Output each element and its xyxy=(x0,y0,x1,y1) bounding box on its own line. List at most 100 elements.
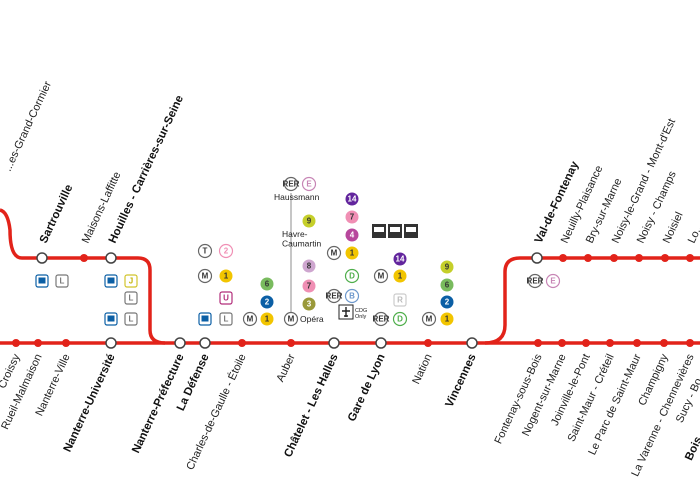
metro-6-badge: 6 xyxy=(260,277,274,291)
line-l-badge: L xyxy=(219,312,233,326)
svg-text:RER: RER xyxy=(326,292,343,301)
svg-text:1: 1 xyxy=(224,272,229,281)
svg-text:B: B xyxy=(349,292,355,301)
svg-text:14: 14 xyxy=(396,255,405,264)
metro-badge: M xyxy=(197,268,213,284)
svg-text:L: L xyxy=(224,315,229,324)
station-dot[interactable] xyxy=(238,339,246,347)
line-l-badge: L xyxy=(124,312,138,326)
metro-9-badge: 9 xyxy=(302,214,316,228)
svg-text:2: 2 xyxy=(265,298,270,307)
svg-text:1: 1 xyxy=(350,249,355,258)
metro-badge: M xyxy=(283,311,299,327)
svg-text:1: 1 xyxy=(265,315,270,324)
line-u-badge: U xyxy=(219,291,233,305)
station-dot[interactable] xyxy=(582,339,590,347)
svg-text:6: 6 xyxy=(265,280,270,289)
station-dot[interactable] xyxy=(105,252,117,264)
svg-text:E: E xyxy=(306,180,312,189)
rer-badge: RER xyxy=(527,273,544,289)
station-dot[interactable] xyxy=(531,252,543,264)
station-label: Lo... xyxy=(686,221,700,245)
station-label: Vincennes xyxy=(444,352,479,409)
svg-text:4: 4 xyxy=(350,231,355,240)
line-r-badge: R xyxy=(393,293,407,307)
svg-text:R: R xyxy=(397,296,403,305)
svg-text:1: 1 xyxy=(398,272,403,281)
station-dot[interactable] xyxy=(375,337,387,349)
svg-text:J: J xyxy=(129,277,133,286)
svg-text:T: T xyxy=(203,247,208,256)
line-j-badge: J xyxy=(124,274,138,288)
svg-text:D: D xyxy=(397,315,403,324)
metro-1-badge: 1 xyxy=(345,246,359,260)
station-dot[interactable] xyxy=(105,337,117,349)
metro-2-badge: 2 xyxy=(260,295,274,309)
svg-text:RER: RER xyxy=(527,277,544,286)
metro-badge: M xyxy=(373,268,389,284)
station-dot[interactable] xyxy=(686,339,694,347)
rer-e-badge: E xyxy=(301,176,317,192)
station-dot[interactable] xyxy=(606,339,614,347)
station-dots xyxy=(12,252,694,349)
station-dot[interactable] xyxy=(610,254,618,262)
rer-d-badge: D xyxy=(392,311,408,327)
station-dot[interactable] xyxy=(559,254,567,262)
svg-text:6: 6 xyxy=(445,281,450,290)
metro-14-badge: 14 xyxy=(345,192,359,206)
station-dot[interactable] xyxy=(558,339,566,347)
bus-icon xyxy=(35,274,49,288)
station-label: Sartrouville xyxy=(38,183,76,245)
line-l-badge: L xyxy=(124,291,138,305)
station-dot[interactable] xyxy=(584,254,592,262)
station-dot[interactable] xyxy=(661,254,669,262)
svg-text:8: 8 xyxy=(307,262,312,271)
bus-icon xyxy=(104,312,118,326)
svg-text:7: 7 xyxy=(350,213,355,222)
station-dot[interactable] xyxy=(36,252,48,264)
line-l-badge: L xyxy=(55,274,69,288)
station-label: Nation xyxy=(410,352,434,386)
svg-text:M: M xyxy=(378,272,385,281)
rer-badge: RER xyxy=(283,176,300,192)
metro-14-badge: 14 xyxy=(393,252,407,266)
station-dot[interactable] xyxy=(34,339,42,347)
metro-3-badge: 3 xyxy=(302,297,316,311)
svg-text:M: M xyxy=(426,315,433,324)
station-dot[interactable] xyxy=(62,339,70,347)
metro-badge: M xyxy=(326,245,342,261)
station-dot[interactable] xyxy=(174,337,186,349)
east-branch-line xyxy=(484,256,700,345)
svg-text:L: L xyxy=(129,294,134,303)
station-dot[interactable] xyxy=(660,339,668,347)
south-labels: Croissy Rueil-Malmaison Nanterre-Ville N… xyxy=(0,352,700,479)
station-dot[interactable] xyxy=(686,254,694,262)
metro-4-badge: 4 xyxy=(345,228,359,242)
metro-1-badge: 1 xyxy=(260,312,274,326)
metro-badge: M xyxy=(242,311,258,327)
station-dot[interactable] xyxy=(199,337,211,349)
station-dot[interactable] xyxy=(633,339,641,347)
station-dot[interactable] xyxy=(12,339,20,347)
svg-text:M: M xyxy=(331,249,338,258)
station-dot[interactable] xyxy=(466,337,478,349)
north-west-branch-line xyxy=(0,208,166,345)
svg-text:2: 2 xyxy=(445,298,450,307)
station-label: Houilles - Carrières-sur-Seine xyxy=(107,94,186,246)
metro-7-badge: 7 xyxy=(345,210,359,224)
station-label: Le Parc de Saint-Maur xyxy=(586,352,644,457)
station-dot[interactable] xyxy=(534,339,542,347)
metro-1-badge: 1 xyxy=(393,269,407,283)
station-dot[interactable] xyxy=(80,254,88,262)
rer-badge: RER xyxy=(326,288,343,304)
rer-b-badge: B xyxy=(344,288,360,304)
station-dot[interactable] xyxy=(635,254,643,262)
station-dot[interactable] xyxy=(328,337,340,349)
station-label: Auber xyxy=(274,352,297,384)
station-dot[interactable] xyxy=(424,339,432,347)
station-dot[interactable] xyxy=(287,339,295,347)
rer-d-badge: D xyxy=(344,268,360,284)
metro-badge: M xyxy=(421,311,437,327)
